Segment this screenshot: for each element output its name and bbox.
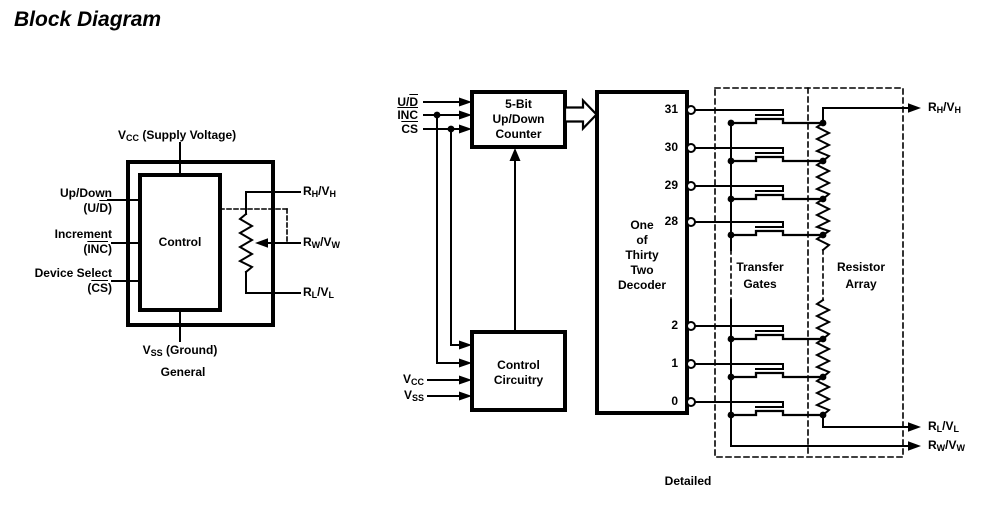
channel-line (729, 193, 825, 201)
general-increment-label: Increment (INC) (54, 227, 112, 256)
transfer-gate-row-28 (686, 217, 827, 239)
detailed-cs-label: CS (401, 122, 418, 136)
resistor-segment (814, 298, 832, 341)
inc-arrowhead (459, 110, 472, 120)
general-caption: General (160, 365, 206, 379)
channel-line (729, 229, 825, 237)
vss-arrowhead (459, 391, 472, 401)
gate-line (694, 147, 784, 154)
wiper-bus (730, 122, 921, 451)
rh-wire (245, 191, 301, 215)
decoder-output-circle (686, 143, 696, 153)
detailed-rw-label: RW/VW (928, 438, 966, 454)
general-rl-label: RL/VL (303, 285, 335, 301)
resistor-segment (814, 121, 832, 163)
counter-to-decoder-bus-arrow (563, 97, 599, 132)
inc-branch-to-control (436, 114, 461, 364)
rl-arrowhead (908, 422, 921, 432)
decoder-output-0: 0 (671, 394, 678, 408)
rl-wire (245, 271, 301, 294)
rw-arrowhead (908, 441, 921, 451)
decoder-output-31: 31 (664, 102, 678, 116)
resistor-array-chain (814, 103, 921, 432)
transfer-gates-label: Transfer Gates (736, 260, 784, 291)
transfer-gate-row-2 (686, 321, 827, 343)
general-potentiometer (219, 191, 301, 294)
control-to-counter-arrowhead (509, 148, 521, 161)
counter-box-label: 5-Bit Up/Down Counter (492, 97, 545, 141)
rl-wire (822, 414, 910, 428)
cs-arrowhead (459, 124, 472, 134)
transfer-gate-row-1 (686, 359, 827, 381)
detailed-rl-label: RL/VL (928, 419, 960, 435)
gate-line (694, 325, 784, 332)
decoder-box (595, 90, 689, 415)
general-diagram (107, 142, 301, 342)
potentiometer-zigzag (237, 212, 254, 274)
vcc-arrowhead (459, 375, 472, 385)
gate-line (694, 185, 784, 192)
resistor-segment (815, 233, 831, 252)
decoder-output-30: 30 (664, 140, 678, 154)
resistor-segment (814, 159, 832, 201)
transfer-gate-row-30 (686, 143, 827, 165)
rh-arrowhead (908, 103, 921, 113)
channel-line (729, 409, 825, 417)
decoder-output-circle (686, 105, 696, 115)
cs-branch-to-control (450, 128, 461, 346)
rh-wire (822, 107, 910, 124)
transfer-gate-row-29 (686, 181, 827, 203)
decoder-box-label: One of Thirty Two Decoder (617, 218, 667, 292)
channel-line (729, 333, 825, 341)
decoder-output-2: 2 (671, 318, 678, 332)
gate-line (694, 363, 784, 370)
detailed-rh-label: RH/VH (928, 100, 962, 116)
control-circuitry-box-label: Control Circuitry (493, 358, 544, 387)
general-control-box-label: Control (158, 235, 202, 249)
general-rw-label: RW/VW (303, 235, 341, 251)
detailed-caption: Detailed (664, 474, 712, 488)
decoder-output-circle (686, 321, 696, 331)
detailed-vss-label: VSS (403, 388, 424, 404)
transfer-gate-row-31 (686, 105, 827, 127)
general-vss-label: VSS (Ground) (142, 343, 218, 359)
ud-arrowhead (459, 97, 472, 107)
control-circuitry-box (470, 330, 567, 412)
decoder-output-circle (686, 181, 696, 191)
general-rh-label: RH/VH (303, 184, 337, 200)
channel-line (729, 155, 825, 163)
decoder-output-1: 1 (671, 356, 678, 370)
general-vcc-label: VCC (Supply Voltage) (118, 128, 237, 144)
general-device-select-label: Device Select (CS) (34, 266, 112, 295)
decoder-output-circle (686, 359, 696, 369)
detailed-inc-label: INC (397, 108, 418, 122)
decoder-output-29: 29 (664, 178, 678, 192)
general-updown-label: Up/Down (U/D) (60, 186, 112, 215)
resistor-segment (814, 337, 832, 379)
wiper-arrowhead (255, 238, 268, 248)
detailed-ud-label: U/D (397, 95, 418, 109)
detailed-input-lines (423, 97, 472, 401)
gate-line (694, 221, 784, 228)
page-title: Block Diagram (14, 8, 162, 31)
detailed-diagram (423, 87, 921, 458)
channel-line (729, 371, 825, 379)
decoder-output-28: 28 (664, 214, 678, 228)
transfer-gate-row-0 (686, 397, 827, 419)
gates-array-dashed-box (714, 87, 904, 458)
resistor-segment (814, 197, 832, 237)
resistor-segment (814, 375, 832, 417)
wiper-bus-bottom (730, 299, 910, 447)
resistor-array-label: Resistor Array (836, 260, 886, 291)
channel-line (729, 117, 825, 125)
decoder-output-circle (686, 217, 696, 227)
gate-line (694, 401, 784, 408)
inc-control-arrowhead (459, 358, 472, 368)
gate-line (694, 109, 784, 116)
decoder-output-circle (686, 397, 696, 407)
detailed-vcc-label: VCC (402, 372, 424, 388)
cs-control-arrowhead (459, 340, 472, 350)
